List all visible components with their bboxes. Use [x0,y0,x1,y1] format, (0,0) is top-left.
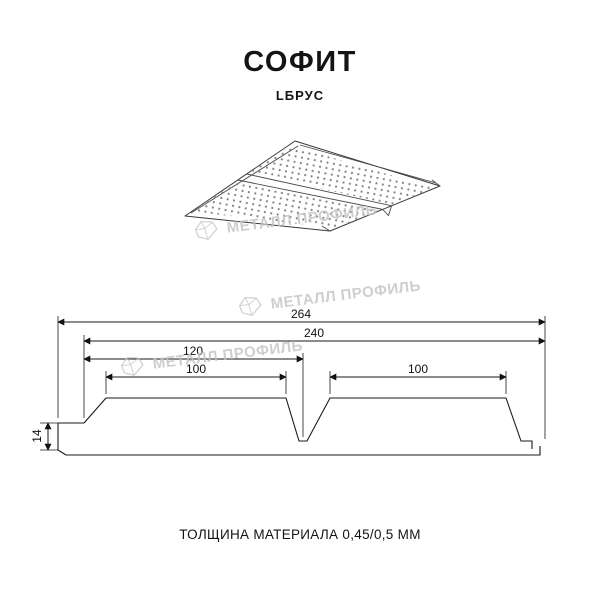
groove-line-2 [246,173,392,207]
perforation-field-near [191,182,380,229]
end-profile-notch [382,205,393,217]
dim-right-plank-label: 100 [408,362,428,376]
page-title: СОФИТ [243,46,357,78]
groove-line-1 [237,179,383,210]
dim-working-width-label: 240 [304,326,324,340]
dim-left-plank-label: 100 [186,362,206,376]
soffit-3d-view [160,128,450,240]
far-hem-line [299,144,437,184]
material-thickness-note: ТОЛЩИНА МАТЕРИАЛА 0,45/0,5 ММ [179,527,421,542]
dim-overall-width-label: 264 [291,307,311,321]
dim-height-label: 14 [30,429,44,443]
dim-half-width-label: 120 [183,344,203,358]
soffit-3d-drawing [184,140,441,232]
cross-section-drawing: 264 240 120 100 100 14 [30,307,546,456]
end-profile-hooks [321,179,441,232]
product-subtitle: LБРУС [275,88,325,103]
cross-section-view: 264 240 120 100 100 14 [0,298,600,478]
perforation-field-far [248,144,435,205]
profile-cross-section [57,397,541,456]
